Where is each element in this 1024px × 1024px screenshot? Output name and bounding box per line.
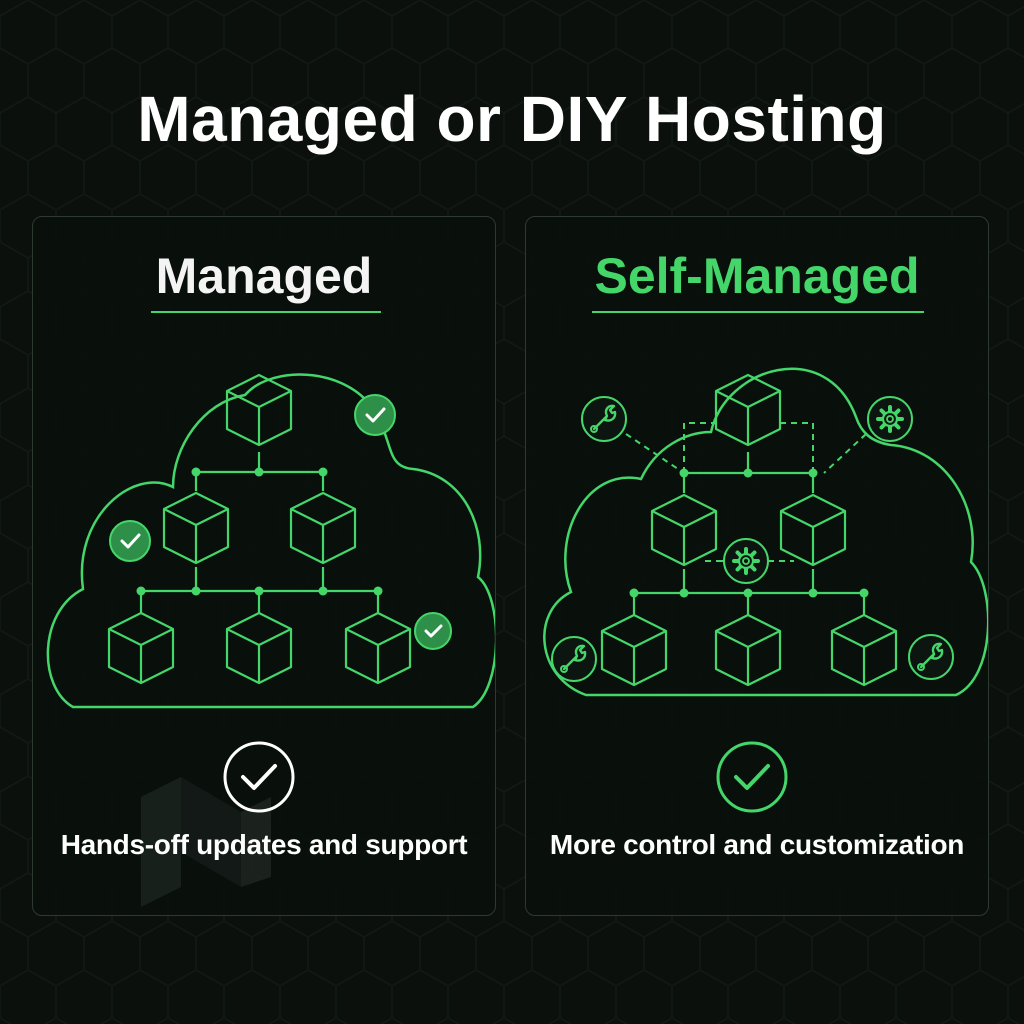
wrench-icon [580,395,628,443]
wrench-icon [907,633,955,681]
gear-icon [722,537,770,585]
cube-icon [714,613,782,687]
cloud-icon [543,367,988,697]
cube-icon [830,613,898,687]
managed-underline [151,311,381,313]
self-managed-caption: More control and customization [549,829,965,860]
cube-icon [650,493,718,567]
check-circle-icon [716,741,788,813]
cube-icon [225,373,293,447]
check-badge-icon [109,520,151,562]
cube-icon [714,373,782,447]
gear-icon [866,395,914,443]
cube-icon [225,611,293,685]
cube-icon [344,611,412,685]
wrench-icon [550,635,598,683]
self-managed-underline [592,311,924,313]
managed-panel: Managed [32,216,496,916]
managed-caption: Hands-off updates and support [60,829,468,860]
logo-watermark [141,777,271,907]
page-title: Managed or DIY Hosting [137,83,887,155]
managed-heading: Managed [155,248,373,304]
self-managed-cloud-diagram [543,367,988,697]
self-managed-heading: Self-Managed [594,248,920,304]
cube-icon [600,613,668,687]
cube-icon [289,491,357,565]
cube-icon [162,491,230,565]
cloud-icon [46,373,495,709]
check-badge-icon [354,394,396,436]
check-badge-icon [414,612,452,650]
managed-cloud-diagram [46,373,495,709]
check-circle-icon [223,741,295,813]
cube-icon [779,493,847,567]
self-managed-panel: Self-Managed [525,216,989,916]
cube-icon [107,611,175,685]
